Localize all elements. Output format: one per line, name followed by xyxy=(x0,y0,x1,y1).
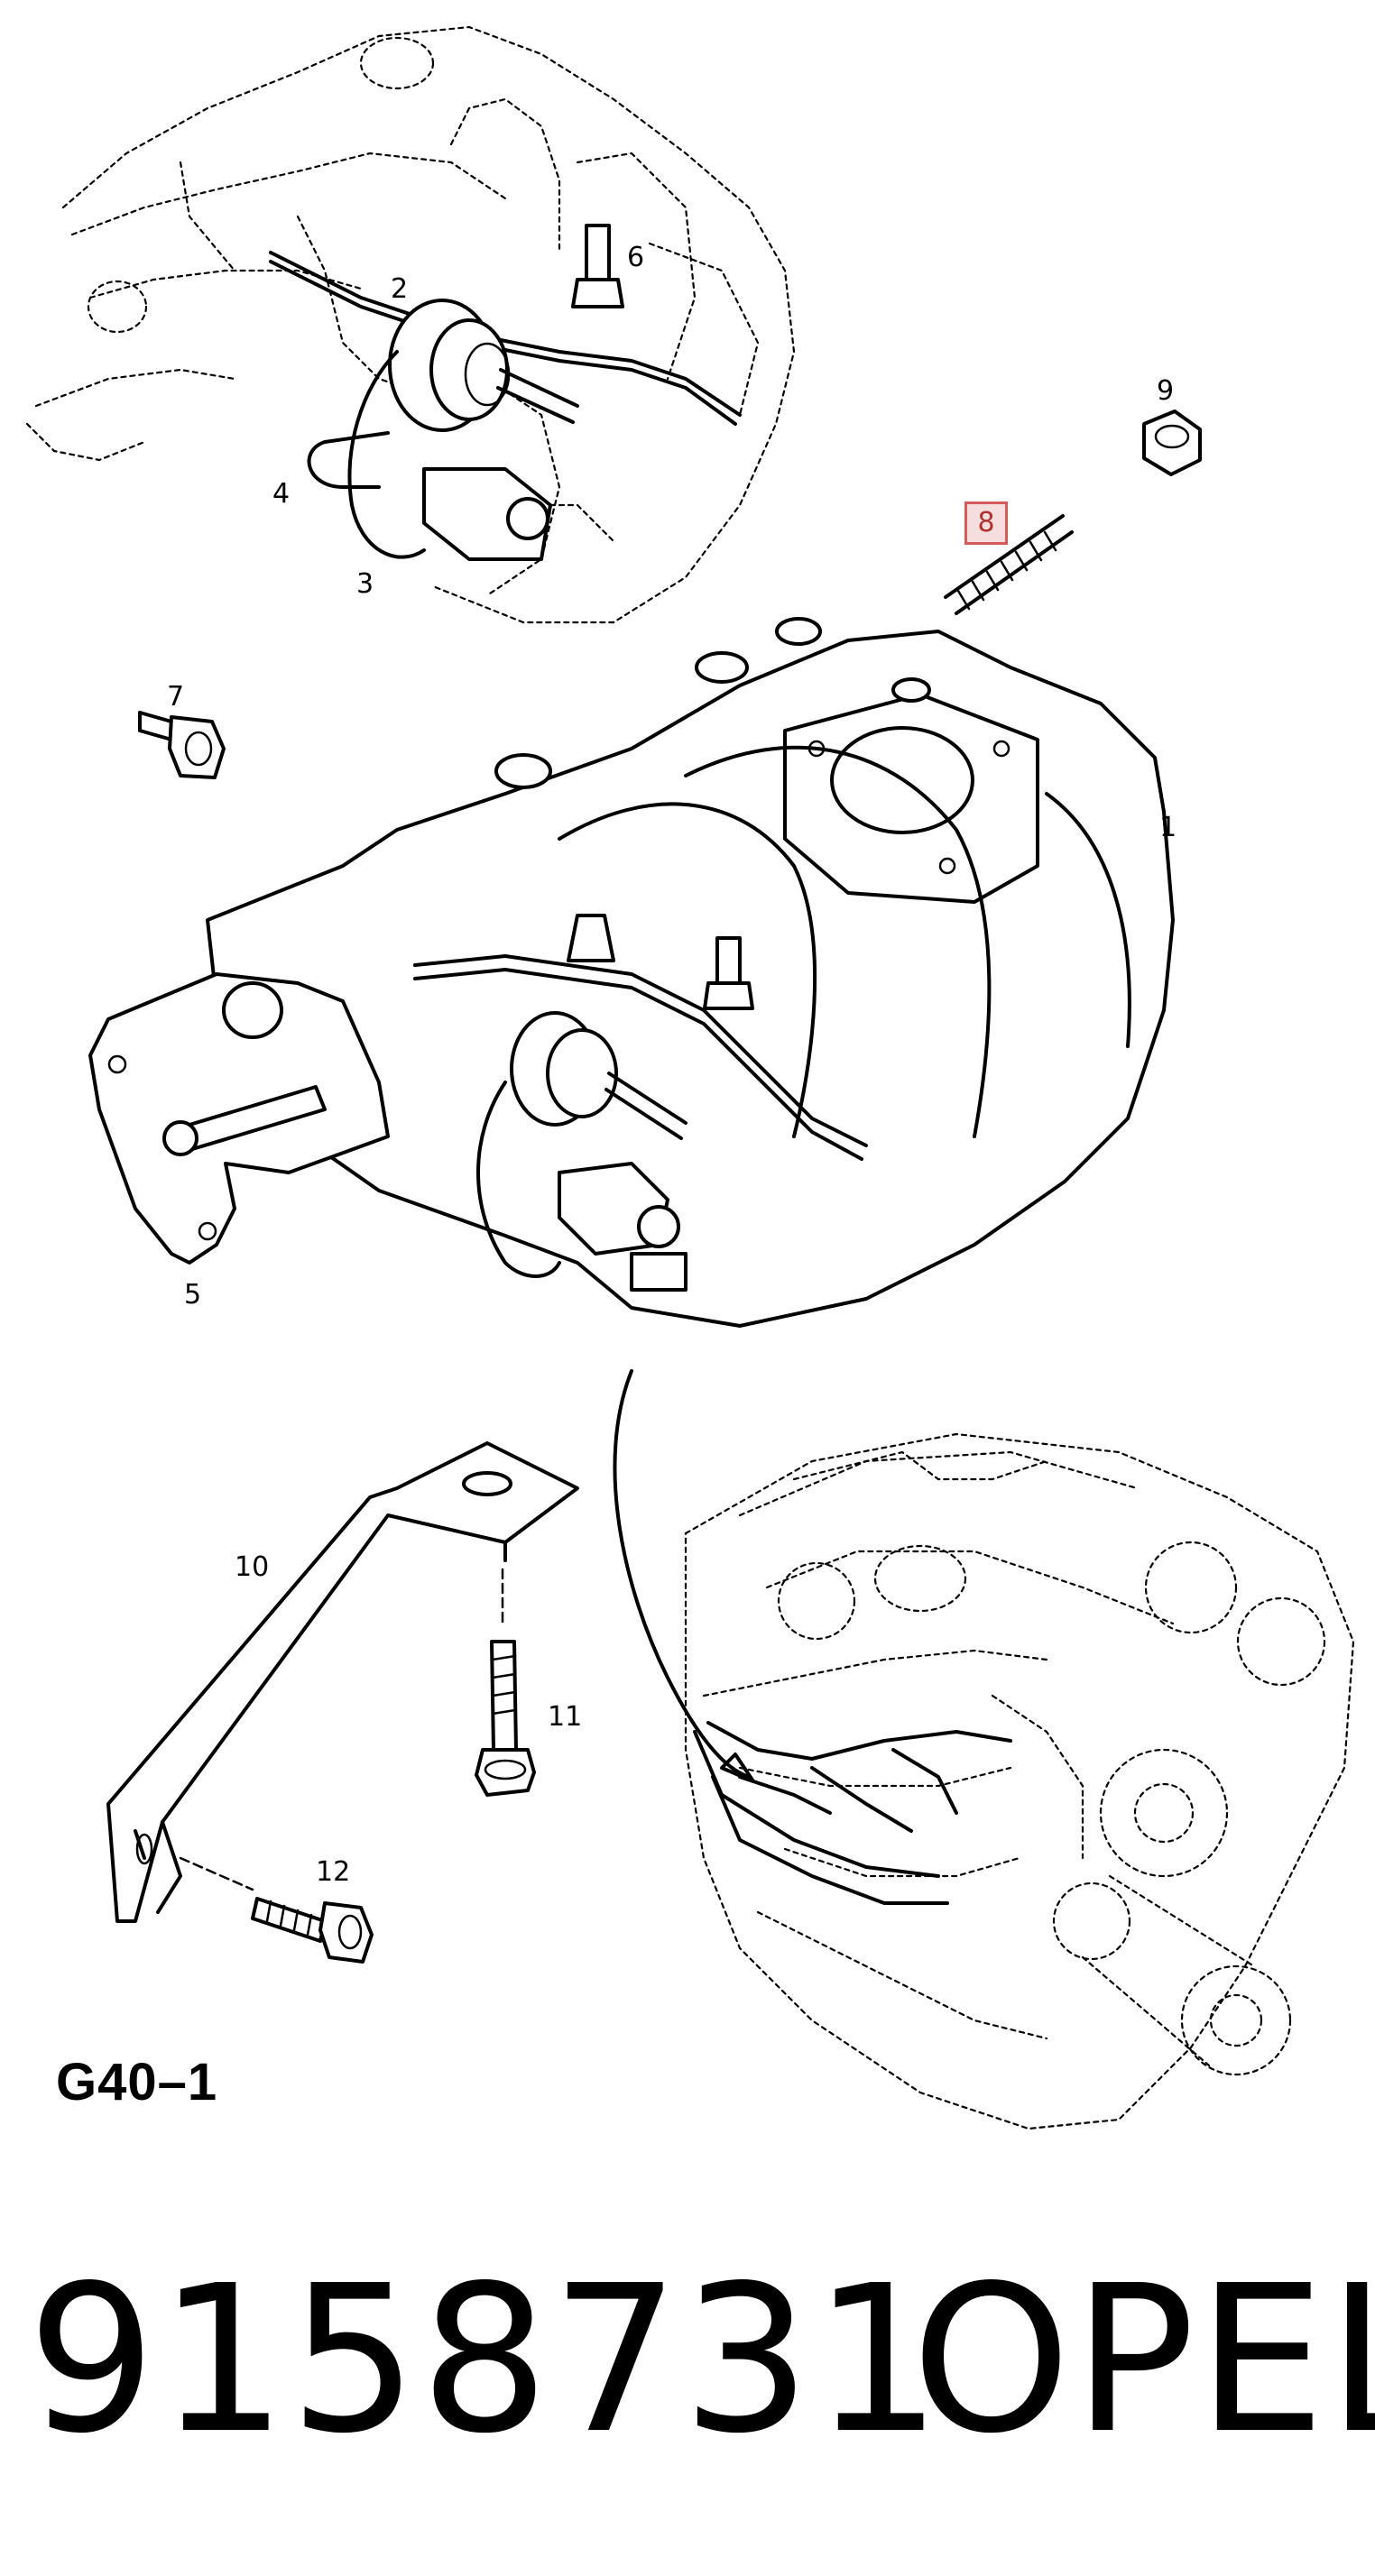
gasket-5-drawing xyxy=(88,972,390,1265)
bracket-10-drawing xyxy=(106,1441,579,1923)
nut-9-drawing xyxy=(1142,409,1202,476)
callout-2: 2 xyxy=(391,273,409,305)
callout-5: 5 xyxy=(184,1279,202,1311)
brand-name: OPEL xyxy=(911,2242,1375,2479)
callout-10: 10 xyxy=(235,1551,270,1583)
callout-11: 11 xyxy=(548,1701,583,1733)
callout-6: 6 xyxy=(627,242,645,273)
callout-12: 12 xyxy=(316,1856,351,1888)
detail-engine-head-drawing xyxy=(25,25,796,624)
callout-3: 3 xyxy=(356,568,374,600)
leader-line xyxy=(613,1369,751,1779)
callout-7: 7 xyxy=(167,681,185,713)
callout-4: 4 xyxy=(272,478,291,510)
figure-code: G40–1 xyxy=(56,2053,218,2111)
callout-1: 1 xyxy=(1159,812,1177,843)
bolt-7-drawing xyxy=(138,711,226,779)
bolt-12-drawing xyxy=(179,1856,374,1964)
callout-9: 9 xyxy=(1157,375,1175,407)
engine-overview-drawing xyxy=(684,1432,1355,2130)
intake-manifold-drawing xyxy=(206,617,1175,1328)
stud-8-drawing xyxy=(944,514,1074,615)
part-number: 9158731 xyxy=(27,2242,945,2479)
bolt-11-drawing xyxy=(475,1568,536,1797)
callout-8-highlighted: 8 xyxy=(964,501,1008,545)
